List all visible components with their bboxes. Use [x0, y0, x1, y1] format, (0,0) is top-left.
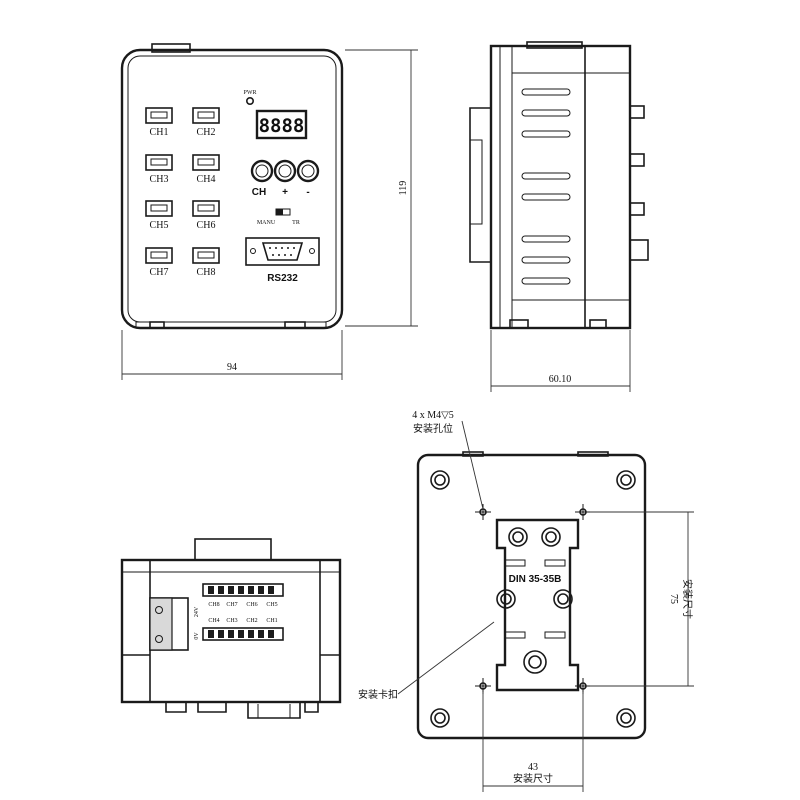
channel-connectors: CH1 CH2 CH3 CH4 CH5 CH6: [145, 107, 220, 278]
channel-label: CH5: [150, 220, 169, 231]
width-dimension: 94: [227, 362, 237, 373]
rs232-label: RS232: [267, 273, 298, 284]
button-label-ch: CH: [252, 187, 266, 198]
screw-icon: [616, 470, 636, 490]
vertical-dimension: 75: [668, 594, 679, 604]
terminal-label: CH3: [226, 618, 237, 624]
mount-hole-spec: 4 x M4▽5: [412, 410, 454, 421]
din-label: DIN 35-35B: [509, 574, 562, 585]
terminal-label: CH5: [266, 602, 277, 608]
terminal-label: CH7: [226, 602, 237, 608]
channel-label: CH7: [150, 267, 169, 278]
bottom-view: 24V 0V CH8 CH7 CH6 CH5 CH4 CH3 CH2 CH1: [120, 538, 342, 719]
mount-hole-label: 安装孔位: [413, 422, 453, 435]
channel-label: CH3: [150, 174, 169, 185]
plus-button[interactable]: [273, 159, 297, 183]
screw-icon: [430, 708, 450, 728]
terminal-label: CH1: [266, 618, 277, 624]
switch-label-manu: MANU: [257, 220, 276, 226]
button-label-minus: -: [306, 187, 309, 198]
depth-dimension: 60.10: [549, 374, 572, 385]
screw-icon: [430, 470, 450, 490]
power-label-24v: 24V: [194, 606, 200, 617]
channel-label: CH4: [197, 174, 216, 185]
pwr-label: PWR: [243, 90, 256, 96]
height-dimension: 119: [398, 181, 409, 196]
din-clip: [495, 518, 580, 692]
vertical-dimension-label: 安装尺寸: [681, 579, 694, 619]
terminal-label: CH6: [246, 602, 257, 608]
side-view: 60.10: [469, 41, 649, 392]
terminal-label: CH8: [208, 602, 219, 608]
channel-label: CH1: [150, 127, 169, 138]
display-value: 8888: [259, 115, 305, 137]
segment-display: [255, 109, 308, 140]
back-view: DIN 35-35B 4 x M4▽5 安装孔位 安装卡扣 75 安装尺寸 43…: [358, 410, 694, 792]
horizontal-dimension-label: 安装尺寸: [513, 772, 553, 785]
front-view: CH1 CH2 CH3 CH4 CH5 CH6: [120, 43, 418, 380]
power-led-icon: [246, 97, 255, 106]
ch-button[interactable]: [250, 159, 274, 183]
switch-label-tr: TR: [292, 220, 300, 226]
power-label-0v: 0V: [194, 632, 200, 640]
minus-button[interactable]: [296, 159, 320, 183]
button-label-plus: +: [282, 187, 288, 198]
rs232-port: [245, 237, 320, 266]
channel-label: CH2: [197, 127, 216, 138]
terminal-label: CH4: [208, 618, 219, 624]
clip-label: 安装卡扣: [358, 688, 398, 701]
channel-label: CH6: [197, 220, 216, 231]
channel-label: CH8: [197, 267, 216, 278]
terminal-label: CH2: [246, 618, 257, 624]
horizontal-dimension: 43: [528, 762, 538, 773]
screw-icon: [616, 708, 636, 728]
